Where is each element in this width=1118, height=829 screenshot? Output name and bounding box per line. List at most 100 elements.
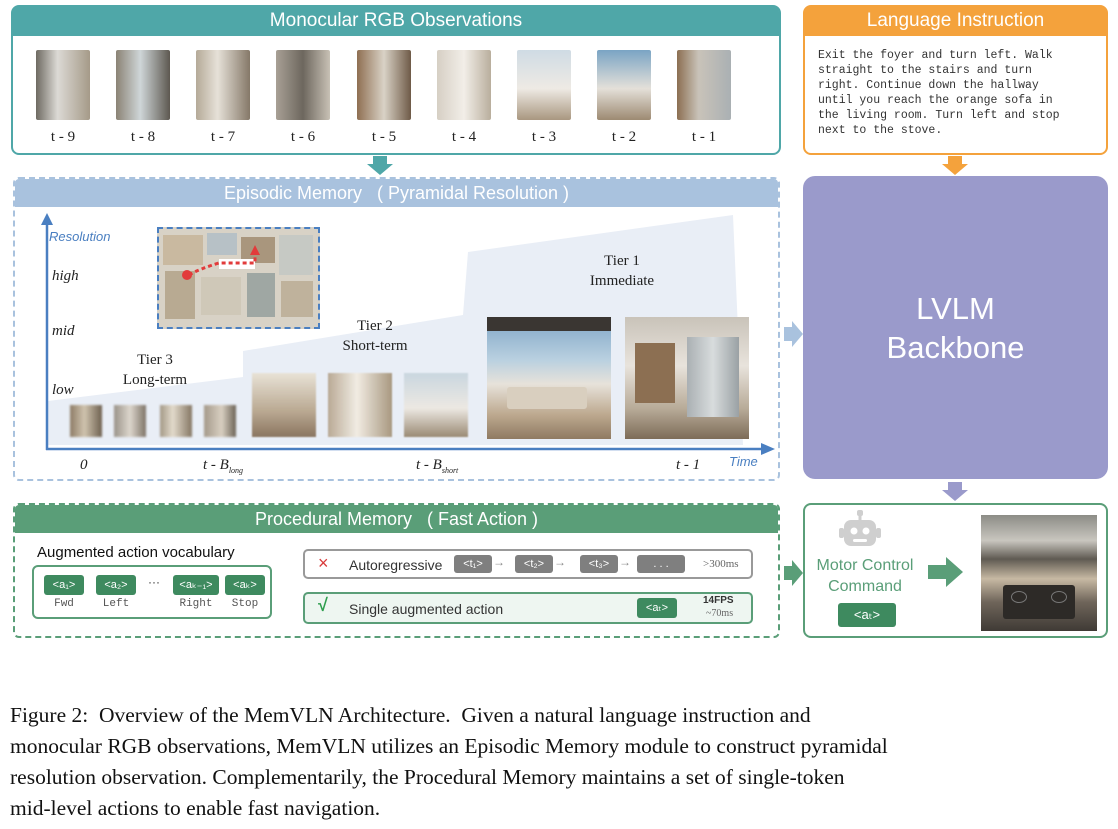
- vocab-token: <a₁>: [44, 575, 84, 595]
- kitchen-stove-image: [981, 515, 1097, 631]
- observation-frame: [196, 50, 250, 120]
- motor-label: Motor Control Command: [810, 555, 920, 597]
- tier3-image: [114, 405, 146, 437]
- caption-line: Figure 2: Overview of the MemVLN Archite…: [10, 703, 811, 727]
- x-axis-label: Time: [729, 454, 758, 469]
- motor-panel: [803, 503, 1108, 638]
- frame-label: t - 5: [371, 129, 397, 145]
- down-arrow-icon: [367, 156, 393, 175]
- autoregressive-token: <t₃>: [580, 555, 618, 573]
- single-action-row: [303, 592, 753, 624]
- vocab-token: <aₖ₋₁>: [173, 575, 219, 595]
- tier3-desc: Long-term: [122, 372, 188, 388]
- single-action-token: <aₜ>: [637, 598, 677, 618]
- instruction-line: next to the stove.: [818, 124, 943, 137]
- lvlm-line2: Backbone: [886, 329, 1025, 365]
- tier2-label: Tier 2 Short-term: [325, 316, 425, 356]
- instruction-line: Exit the foyer and turn left. Walk: [818, 49, 1053, 62]
- procedural-title: Procedural Memory ( Fast Action ): [15, 505, 778, 533]
- vocab-token-label: Right: [179, 598, 213, 610]
- autoregressive-row: [303, 549, 753, 579]
- vocab-token: <aₖ>: [225, 575, 265, 595]
- frame-label: t - 7: [210, 129, 236, 145]
- frame-label: t - 1: [691, 129, 717, 145]
- observation-frame: [677, 50, 731, 120]
- x-tick-last: t - 1: [676, 457, 701, 473]
- tier1-name: Tier 1: [604, 253, 640, 269]
- x-tick-short-main: t - B: [416, 457, 442, 473]
- observation-frame: [116, 50, 170, 120]
- vocab-title: Augmented action vocabulary: [37, 544, 235, 561]
- caption-line: resolution observation. Complementarily,…: [10, 765, 845, 789]
- level-low: low: [52, 382, 74, 398]
- arrow-right-icon: →: [619, 555, 631, 569]
- vocab-token-label: Stop: [231, 598, 259, 610]
- y-axis-arrow-icon: [41, 213, 53, 225]
- single-action-fps: 14FPS: [703, 595, 734, 606]
- vocab-token-label: Left: [102, 598, 130, 610]
- frame-label: t - 3: [531, 129, 557, 145]
- observation-frame: [276, 50, 330, 120]
- vocab-token-label: Fwd: [54, 598, 74, 610]
- right-arrow-icon: [784, 321, 803, 347]
- cross-icon: ×: [318, 553, 329, 573]
- instruction-line: right. Continue down the hallway: [818, 79, 1039, 92]
- down-arrow-icon: [942, 482, 968, 501]
- tier1-desc: Immediate: [589, 273, 655, 289]
- x-tick-short-sub: short: [441, 466, 459, 475]
- x-tick-long-main: t - B: [203, 457, 229, 473]
- right-arrow-icon: [784, 560, 803, 586]
- caption-line: mid-level actions to enable fast navigat…: [10, 796, 381, 820]
- tier2-image: [404, 373, 468, 437]
- tier1-label: Tier 1 Immediate: [572, 251, 672, 291]
- tier3-name: Tier 3: [137, 352, 173, 368]
- y-axis-label: Resolution: [49, 229, 111, 244]
- check-icon: √: [318, 595, 328, 615]
- lvlm-backbone: LVLM Backbone: [803, 176, 1108, 479]
- frame-label: t - 2: [611, 129, 637, 145]
- instruction-line: straight to the stairs and turn: [818, 64, 1032, 77]
- language-title: Language Instruction: [805, 6, 1106, 36]
- right-arrow-icon: [928, 557, 963, 587]
- episodic-title: Episodic Memory ( Pyramidal Resolution ): [15, 179, 778, 207]
- tier1-image-living-room: [487, 317, 611, 439]
- tier2-image: [252, 373, 316, 437]
- vocab-box: [32, 565, 272, 619]
- figure-caption: Figure 2: Overview of the MemVLN Archite…: [10, 700, 1110, 824]
- observation-frame: [36, 50, 90, 120]
- observation-frame: [357, 50, 411, 120]
- motor-line1: Motor Control: [816, 557, 914, 574]
- tier2-desc: Short-term: [342, 338, 408, 354]
- frame-label: t - 4: [451, 129, 477, 145]
- single-action-label: Single augmented action: [349, 601, 504, 617]
- episodic-panel: [13, 177, 780, 481]
- single-action-latency: ~70ms: [706, 608, 734, 619]
- x-tick-long-sub: long: [228, 466, 244, 475]
- frame-label: t - 8: [130, 129, 156, 145]
- observations-title: Monocular RGB Observations: [13, 6, 779, 36]
- autoregressive-token: <t₂>: [515, 555, 553, 573]
- autoregressive-token: <t₁>: [454, 555, 492, 573]
- floor-plan-drawing: [163, 233, 313, 319]
- tier2-name: Tier 2: [357, 318, 393, 334]
- autoregressive-label: Autoregressive: [349, 557, 443, 573]
- x-axis-arrow-icon: [761, 443, 775, 455]
- tier1-image-kitchen: [625, 317, 749, 439]
- instruction-line: until you reach the orange sofa in: [818, 94, 1053, 107]
- autoregressive-latency: >300ms: [703, 558, 739, 570]
- observation-frame: [437, 50, 491, 120]
- instruction-line: the living room. Turn left and stop: [818, 109, 1060, 122]
- observation-frame: [597, 50, 651, 120]
- robot-icon: [839, 510, 881, 546]
- level-high: high: [52, 268, 79, 284]
- vocab-token: <a₂>: [96, 575, 136, 595]
- frame-label: t - 6: [290, 129, 316, 145]
- tier3-label: Tier 3 Long-term: [105, 350, 205, 390]
- caption-line: monocular RGB observations, MemVLN utili…: [10, 734, 888, 758]
- lvlm-line1: LVLM: [916, 290, 995, 326]
- arrow-right-icon: →: [554, 555, 566, 569]
- level-mid: mid: [52, 323, 75, 339]
- procedural-panel: [13, 503, 780, 638]
- autoregressive-token: . . .: [637, 555, 685, 573]
- x-tick-long: t - Blong: [203, 457, 243, 475]
